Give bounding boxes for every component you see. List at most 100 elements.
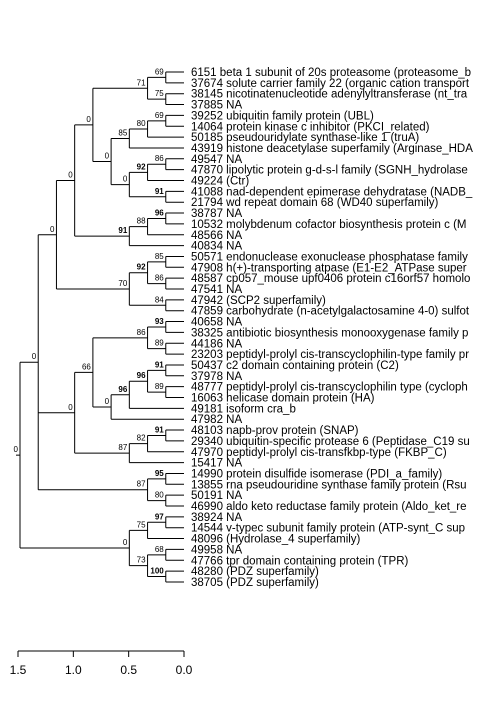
tip-label: 41088 nad-dependent epimerase dehydratas…: [191, 186, 473, 198]
tip-label: 48777 peptidyl-prolyl cis-transcyclophil…: [191, 382, 468, 394]
support-value: 87: [118, 443, 127, 452]
tip-label: 38705 (PDZ superfamily): [191, 577, 319, 589]
tip-label: 47908 h(+)-transporting atpase (E1-E2_AT…: [191, 262, 467, 274]
support-value: 91: [155, 187, 164, 196]
tip-label: 38325 antibiotic biosynthesis monooxygen…: [191, 327, 468, 339]
tip-label: 14990 protein disulfide isomerase (PDI_a…: [191, 468, 442, 480]
support-value: 82: [137, 434, 146, 443]
scale-axis: 1.5 1.0 0.5 0.0: [10, 650, 193, 677]
support-value: 70: [118, 279, 127, 288]
support-value: 80: [137, 119, 146, 128]
tip-label: 47766 tpr domain containing protein (TPR…: [191, 555, 409, 567]
tip-label: 49224 (Ctr): [191, 176, 249, 188]
support-value: 86: [155, 274, 164, 283]
support-value: 69: [155, 111, 164, 120]
tip-label: 38145 nicotinatenucleotide adenylyltrans…: [191, 89, 468, 101]
tip-label: 16063 helicase domain protein (HA): [191, 393, 375, 405]
tip-label: 40658 NA: [191, 317, 242, 329]
tip-label: 37674 solute carrier family 22 (organic …: [191, 78, 470, 90]
support-value: 0: [14, 445, 19, 454]
support-value: 87: [137, 480, 146, 489]
tip-label: 38787 NA: [191, 208, 242, 220]
tip-label: 47942 (SCP2 superfamily): [191, 295, 326, 307]
tip-label: 48103 napb-prov protein (SNAP): [191, 425, 359, 437]
tip-label: 47541 NA: [191, 284, 242, 296]
support-value: 85: [118, 128, 127, 137]
support-value: 0: [105, 152, 110, 161]
tip-label: 47982 NA: [191, 414, 242, 426]
tip-label: 47970 peptidyl-prolyl cis-transfkbp-type…: [191, 447, 447, 459]
tip-label: 44186 NA: [191, 338, 242, 350]
support-value: 80: [155, 491, 164, 500]
tip-label: 46990 aldo keto reductase family protein…: [191, 501, 467, 513]
support-value: 71: [137, 78, 146, 87]
support-value: 93: [155, 317, 164, 326]
support-value: 75: [155, 89, 164, 98]
tip-label: 39252 ubiquitin family protein (UBL): [191, 110, 374, 122]
support-value: 85: [155, 252, 164, 261]
support-value: 75: [137, 520, 146, 529]
tip-label: 37885 NA: [191, 100, 242, 112]
tip-label: 50571 endonuclease exonuclease phosphata…: [191, 251, 468, 263]
support-value: 95: [155, 469, 164, 478]
tip-label: 43919 histone deacetylase superfamily (A…: [191, 143, 473, 155]
tip-label: 23203 peptidyl-prolyl cis-transcyclophil…: [191, 349, 469, 361]
tip-label: 15417 NA: [191, 458, 242, 470]
support-value: 0: [68, 403, 73, 412]
tip-label: 50185 pseudouridylate synthase-like 1 (t…: [191, 132, 419, 144]
support-value: 0: [32, 352, 37, 361]
tip-label: 48096 (Hydrolase_4 superfamily): [191, 534, 361, 546]
support-value: 92: [137, 162, 146, 171]
support-value: 91: [155, 360, 164, 369]
axis-tick-label: 1.0: [65, 663, 82, 677]
support-value: 91: [118, 226, 127, 235]
tip-label: 50191 NA: [191, 490, 242, 502]
tip-label: 50437 c2 domain containing protein (C2): [191, 360, 399, 372]
support-value: 96: [137, 371, 146, 380]
tip-label: 13855 rna pseudouridine synthase family …: [191, 479, 467, 491]
axis-tick-label: 1.5: [10, 663, 27, 677]
tip-label: 49181 isoform cra_b: [191, 403, 296, 415]
support-value: 0: [105, 397, 110, 406]
support-value: 88: [137, 217, 146, 226]
tip-labels: 6151 beta 1 subunit of 20s proteasome (p…: [191, 67, 473, 589]
axis-tick-label: 0.0: [176, 663, 193, 677]
tree-branches: [16, 71, 184, 583]
tip-label: 14544 v-typec subunit family protein (AT…: [191, 523, 465, 535]
tip-label: 21794 wd repeat domain 68 (WD40 superfam…: [191, 197, 439, 209]
tip-label: 14064 protein kinase c inhibitor (PKCI_r…: [191, 121, 430, 133]
support-value: 69: [155, 67, 164, 76]
support-value: 89: [155, 382, 164, 391]
support-value: 0: [123, 175, 128, 184]
support-value: 84: [155, 295, 164, 304]
support-value: 86: [155, 154, 164, 163]
tip-label: 29340 ubiquitin-specific protease 6 (Pep…: [191, 436, 470, 448]
tip-label: 48587 cp057_mouse upf0406 protein c16orf…: [191, 273, 470, 285]
axis-tick-label: 0.5: [120, 663, 137, 677]
tip-label: 47870 lipolytic protein g-d-s-l family (…: [191, 165, 468, 177]
support-value: 91: [155, 425, 164, 434]
support-value: 100: [150, 567, 164, 576]
support-value: 68: [155, 545, 164, 554]
support-value: 96: [155, 208, 164, 217]
support-value: 96: [118, 385, 127, 394]
tip-label: 49958 NA: [191, 544, 242, 556]
support-value: 0: [123, 538, 128, 547]
tip-label: 48280 (PDZ superfamily): [191, 566, 319, 578]
tip-label: 47859 carbohydrate (n-acetylgalactosamin…: [191, 306, 470, 318]
support-value: 0: [68, 171, 73, 180]
tip-label: 6151 beta 1 subunit of 20s proteasome (p…: [191, 67, 471, 79]
support-value: 89: [155, 339, 164, 348]
support-value: 73: [137, 556, 146, 565]
support-value: 86: [137, 328, 146, 337]
support-value: 0: [86, 115, 91, 124]
support-value: 97: [155, 512, 164, 521]
tip-label: 10532 molybdenum cofactor biosynthesis p…: [191, 219, 467, 231]
tip-label: 48566 NA: [191, 230, 242, 242]
tip-label: 37978 NA: [191, 371, 242, 383]
support-value: 92: [137, 263, 146, 272]
support-values: 69 75 69 80 86 92 91 85 0 71 0 96 88 0 91 85 86 92 84 0 70 93…: [14, 67, 165, 575]
support-value: 66: [82, 362, 91, 371]
tip-label: 40834 NA: [191, 241, 242, 253]
